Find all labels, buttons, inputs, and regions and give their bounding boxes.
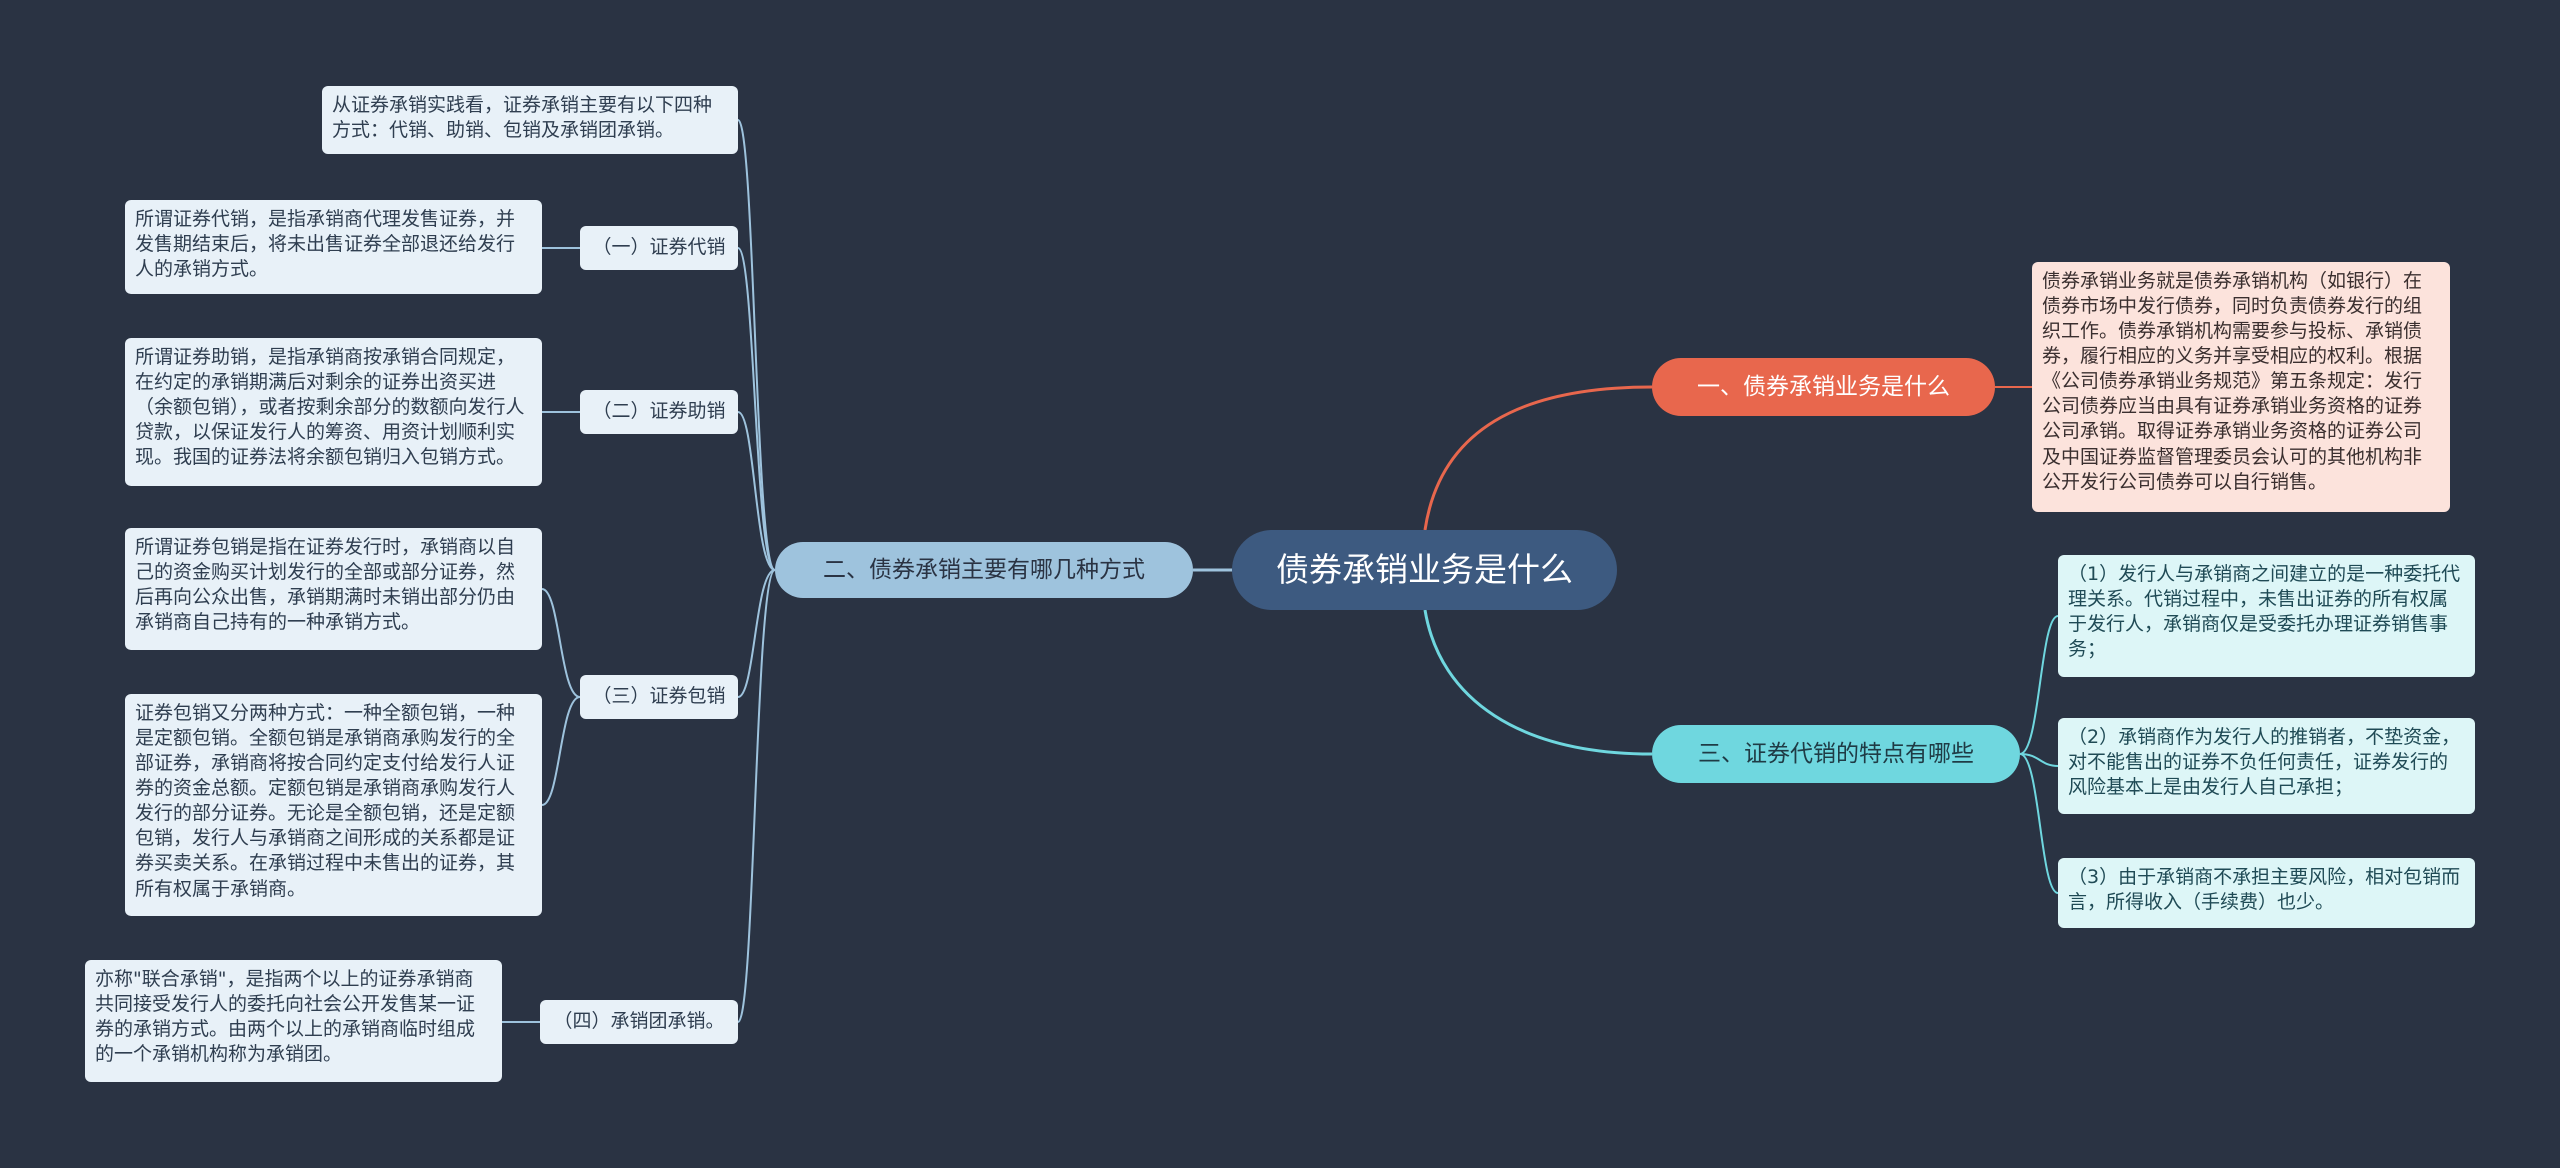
branch-topic-three[interactable]: 三、证券代销的特点有哪些 [1652, 725, 2020, 783]
method-daixiao[interactable]: （一）证券代销 [580, 226, 738, 270]
link-root-three [1423, 609, 1653, 756]
branch-two-intro[interactable]: 从证券承销实践看，证券承销主要有以下四种方式：代销、助销、包销及承销团承销。 [322, 86, 738, 154]
feature-item-1[interactable]: （1）发行人与承销商之间建立的是一种委托代理关系。代销过程中，未售出证券的所有权… [2058, 555, 2475, 677]
branch-topic-two[interactable]: 二、债券承销主要有哪几种方式 [775, 542, 1193, 598]
link-root-one [1423, 385, 1653, 531]
link-two-3 [737, 569, 776, 698]
root-topic[interactable]: 债券承销业务是什么 [1232, 530, 1617, 610]
link-three-1 [2019, 615, 2059, 755]
link-baoxiao-detail-1 [541, 588, 581, 698]
link-two-1 [737, 247, 776, 571]
feature-item-2[interactable]: （2）承销商作为发行人的推销者，不垫资金，对不能售出的证券不负任何责任，证券发行… [2058, 718, 2475, 814]
link-baoxiao-detail-2 [541, 696, 581, 806]
branch-topic-one[interactable]: 一、债券承销业务是什么 [1652, 358, 1995, 416]
method-baoxiao-detail-2[interactable]: 证券包销又分两种方式：一种全额包销，一种是定额包销。全额包销是承销商承购发行的全… [125, 694, 542, 916]
link-two-intro [737, 119, 776, 571]
link-three-2 [2019, 753, 2059, 767]
feature-item-3[interactable]: （3）由于承销商不承担主要风险，相对包销而言，所得收入（手续费）也少。 [2058, 858, 2475, 928]
link-two-2 [737, 411, 776, 571]
method-baoxiao[interactable]: （三）证券包销 [580, 675, 738, 719]
method-chengxiaotuan-detail[interactable]: 亦称"联合承销"，是指两个以上的证券承销商共同接受发行人的委托向社会公开发售某一… [85, 960, 502, 1082]
method-daixiao-detail[interactable]: 所谓证券代销，是指承销商代理发售证券，并发售期结束后，将未出售证券全部退还给发行… [125, 200, 542, 294]
method-zhuxiao[interactable]: （二）证券助销 [580, 390, 738, 434]
method-zhuxiao-detail[interactable]: 所谓证券助销，是指承销商按承销合同规定，在约定的承销期满后对剩余的证券出资买进（… [125, 338, 542, 486]
link-three-3 [2019, 753, 2059, 894]
branch-one-detail[interactable]: 债券承销业务就是债券承销机构（如银行）在债券市场中发行债券，同时负责债券发行的组… [2032, 262, 2450, 512]
method-chengxiaotuan[interactable]: （四）承销团承销。 [540, 1000, 738, 1044]
method-baoxiao-detail-1[interactable]: 所谓证券包销是指在证券发行时，承销商以自己的资金购买计划发行的全部或部分证券，然… [125, 528, 542, 650]
link-two-4 [737, 569, 776, 1023]
